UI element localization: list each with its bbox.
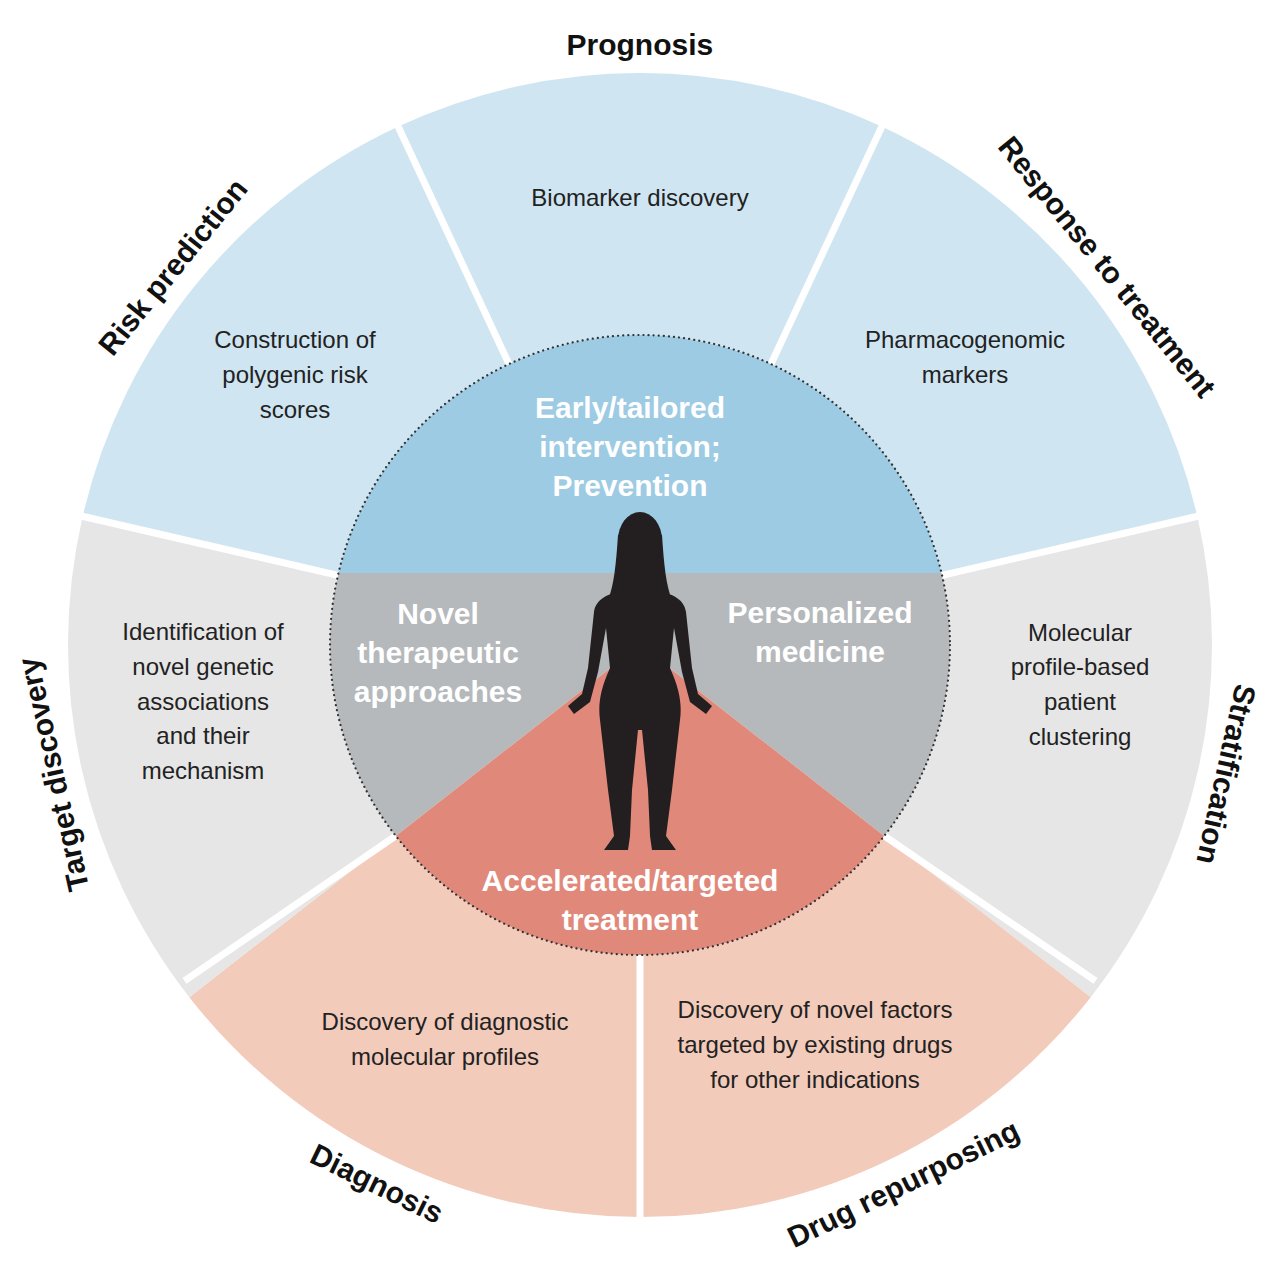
text-holder: Risk prediction (65, 250, 282, 285)
divider-line (185, 836, 396, 981)
head-shape (618, 512, 662, 568)
segment-body: Molecular profile-based patient clusteri… (998, 616, 1163, 755)
text-holder: Drug repurposing (777, 1167, 1030, 1202)
text-holder: Pharmacogenomic markers (850, 323, 1080, 393)
text-holder: Discovery of diagnostic molecular profil… (313, 1005, 578, 1075)
divider-line (771, 121, 884, 364)
core-label: Novel therapeutic approaches (343, 594, 533, 711)
text-holder: Discovery of novel factors targeted by e… (668, 993, 963, 1097)
text-holder: Diagnosis (305, 1167, 448, 1202)
human-silhouette (568, 512, 712, 850)
text-holder: Identification of novel genetic associat… (116, 615, 291, 789)
dotted-core-outline (330, 335, 950, 955)
text-holder: Accelerated/targeted treatment (465, 861, 795, 939)
text-holder: Novel therapeutic approaches (343, 594, 533, 711)
segment-body: Identification of novel genetic associat… (116, 615, 291, 789)
divider-line (884, 836, 1095, 981)
segment-body: Pharmacogenomic markers (850, 323, 1080, 393)
text-holder: Construction of polygenic risk scores (203, 323, 388, 427)
segment-dividers (77, 121, 1203, 1223)
text-holder: Personalized medicine (713, 593, 928, 671)
divider-line (637, 955, 644, 1223)
segment-body: Discovery of novel factors targeted by e… (668, 993, 963, 1097)
segment-heading: Prognosis (567, 28, 714, 63)
text-holder: Prognosis (567, 28, 714, 63)
segment-body: Construction of polygenic risk scores (203, 323, 388, 427)
text-holder: Stratification (1134, 757, 1280, 792)
text-holder: Response to treatment (944, 250, 1269, 285)
divider-line (77, 515, 338, 575)
divider-line (942, 515, 1203, 575)
text-holder: Early/tailored intervention; Prevention (515, 388, 745, 505)
body-shape (568, 565, 712, 850)
segment-body: Discovery of diagnostic molecular profil… (313, 1005, 578, 1075)
divider-line (396, 121, 509, 364)
segment-body: Biomarker discovery (490, 181, 790, 216)
core-label: Early/tailored intervention; Prevention (515, 388, 745, 505)
sector-fill (339, 335, 942, 573)
core-label: Accelerated/targeted treatment (465, 861, 795, 939)
text-holder: Molecular profile-based patient clusteri… (998, 616, 1163, 755)
core-label: Personalized medicine (713, 593, 928, 671)
text-holder: Biomarker discovery (490, 181, 790, 216)
